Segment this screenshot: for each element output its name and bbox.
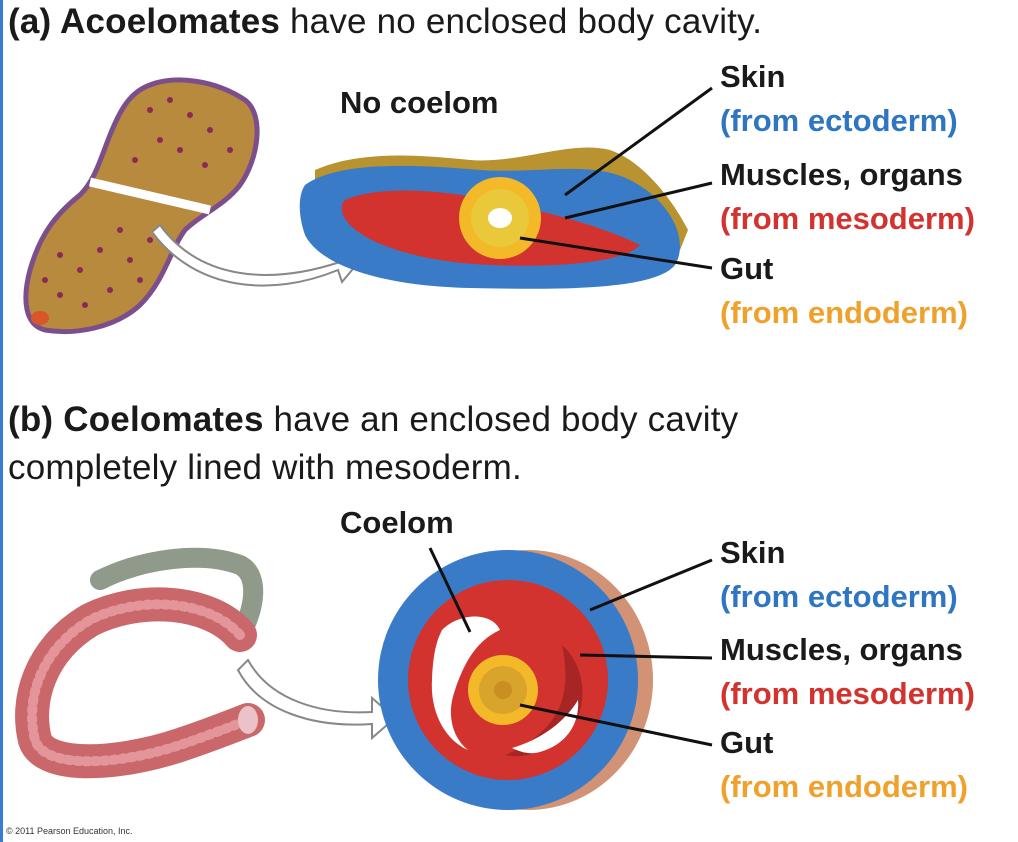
section-b-prefix: (b) (8, 400, 64, 439)
skin-b-leader (589, 558, 713, 612)
muscle-a-label: Muscles, organs (720, 157, 963, 192)
left-edge-bar (0, 0, 3, 842)
gut-b-label: Gut (720, 725, 774, 760)
coelom-label: Coelom (340, 505, 454, 540)
flatworm-illustration (23, 77, 260, 335)
gut-a-label: Gut (720, 251, 774, 286)
muscle-b-leader (579, 653, 713, 660)
muscle-b-label: Muscles, organs (720, 632, 963, 667)
skin-b-origin: (from ectoderm) (720, 579, 958, 614)
section-b-title-bold: Coelomates (63, 400, 264, 439)
gut-a-origin: (from endoderm) (720, 295, 968, 330)
skin-b-label: Skin (720, 535, 786, 570)
section-a-prefix: (a) (8, 2, 61, 41)
copyright-notice: © 2011 Pearson Education, Inc. (6, 826, 133, 836)
muscle-b-origin: (from mesoderm) (720, 676, 975, 711)
section-b-title-rest: have an enclosed body cavity (263, 400, 739, 439)
earthworm-illustration (15, 547, 265, 779)
arrow-b-icon (236, 658, 397, 741)
coelomate-cross-section (378, 550, 653, 810)
section-a-heading: (a) Acoelomates have no enclosed body ca… (8, 2, 762, 42)
skin-a-leader (564, 86, 713, 197)
acoelomate-cross-section (299, 147, 688, 289)
gut-b-origin: (from endoderm) (720, 769, 968, 804)
arrow-a-icon (150, 223, 364, 287)
section-b-heading: (b) Coelomates have an enclosed body cav… (8, 400, 738, 440)
muscle-a-origin: (from mesoderm) (720, 201, 975, 236)
coelom-leader (428, 547, 472, 633)
gut-b-leader (519, 703, 713, 747)
section-b-heading-line2: completely lined with mesoderm. (8, 448, 522, 487)
skin-a-origin: (from ectoderm) (720, 103, 958, 138)
muscle-a-leader (564, 181, 713, 220)
section-a-title-rest: have no enclosed body cavity. (280, 2, 763, 41)
gut-a-leader (519, 236, 713, 270)
skin-a-label: Skin (720, 59, 786, 94)
no-coelom-label: No coelom (340, 85, 499, 120)
section-a-title-bold: Acoelomates (60, 2, 281, 41)
